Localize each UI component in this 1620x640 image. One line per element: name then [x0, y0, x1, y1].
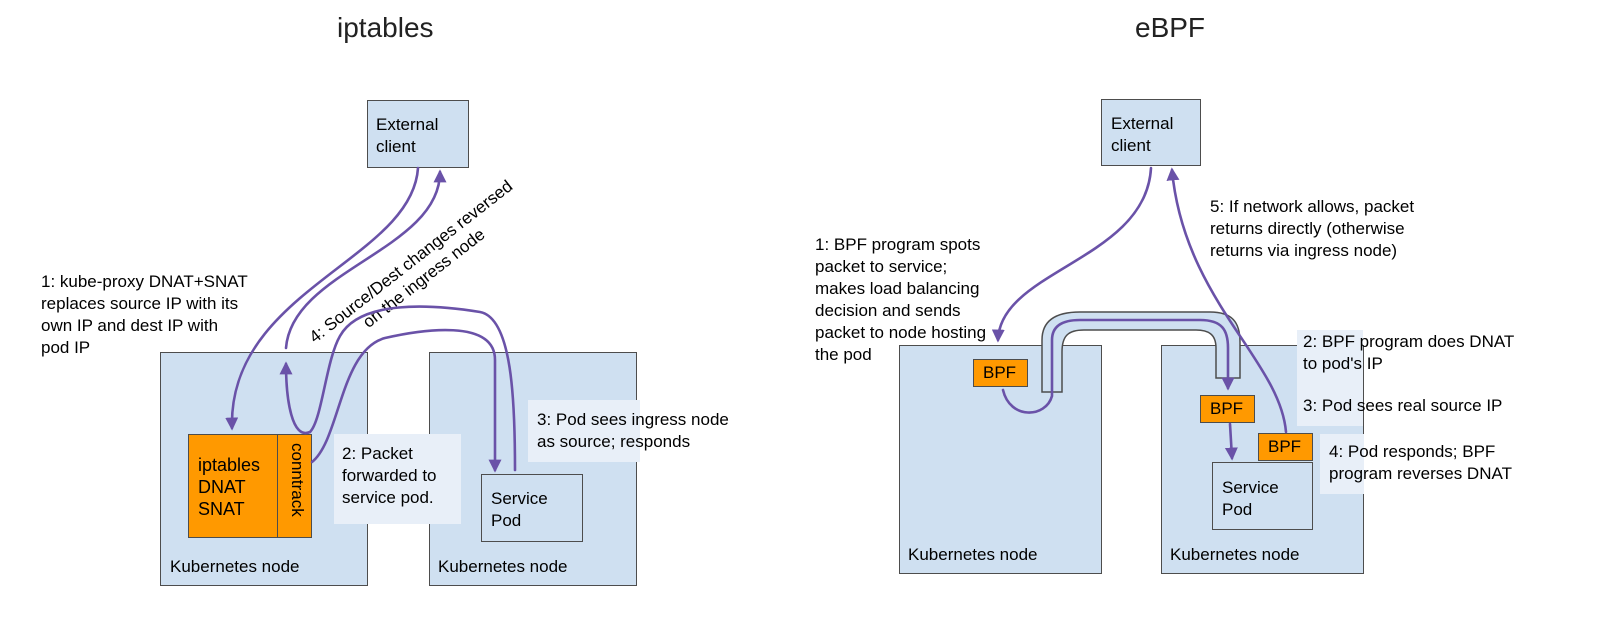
ebpf-step4-panel	[1320, 434, 1364, 494]
iptables-title: iptables	[337, 12, 434, 43]
iptables-step3-note: 3: Pod sees ingress node as source; resp…	[537, 410, 729, 451]
ebpf-arrow-tunnel-path	[1001, 318, 1235, 414]
ebpf-step1-note: 1: BPF program spots packet to service; …	[815, 235, 987, 364]
ebpf-step2-panel	[1297, 330, 1363, 426]
iptables-node-left-label: Kubernetes node	[170, 557, 300, 576]
iptables-step3-panel	[528, 400, 640, 462]
ebpf-external-client-label: External client	[1111, 114, 1174, 155]
ebpf-service-pod-box: Service Pod	[1212, 462, 1313, 530]
ebpf-external-client-box: External client	[1101, 99, 1201, 166]
iptables-service-pod-label: Service Pod	[491, 489, 548, 530]
ebpf-bpf-box-right: BPF	[1258, 433, 1313, 461]
ebpf-step3-note: 3: Pod sees real source IP	[1303, 396, 1503, 415]
ebpf-step4-note: 4: Pod responds; BPF program reverses DN…	[1329, 442, 1512, 483]
iptables-arrow-client-to-node	[225, 166, 420, 431]
iptables-service-pod-box: Service Pod	[481, 474, 583, 542]
iptables-step2-note: 2: Packet forwarded to service pod.	[342, 444, 437, 507]
ebpf-bpf-left-label: BPF	[983, 363, 1017, 382]
ebpf-arrow-bpf-to-pod	[1224, 422, 1238, 461]
ebpf-step5-note: 5: If network allows, packet returns dir…	[1210, 197, 1415, 260]
iptables-arrow-pod-response	[308, 305, 517, 472]
iptables-step2-panel	[334, 434, 461, 524]
ebpf-service-pod-label: Service Pod	[1222, 478, 1279, 519]
ebpf-bpf-box-mid: BPF	[1200, 395, 1255, 423]
ebpf-bpf-mid-label: BPF	[1210, 399, 1244, 418]
iptables-external-client-label: External client	[376, 115, 439, 156]
iptables-node-right-label: Kubernetes node	[438, 557, 568, 576]
iptables-dnat-snat-box: iptables DNAT SNAT	[188, 434, 278, 538]
ebpf-title: eBPF	[1135, 12, 1206, 43]
iptables-external-client-box: External client	[367, 100, 469, 168]
ebpf-arrow-client-to-node	[991, 166, 1153, 343]
iptables-kubernetes-node-right: Kubernetes node	[429, 352, 637, 586]
iptables-arrow-forward-to-pod	[310, 328, 502, 473]
ebpf-node-left-label: Kubernetes node	[908, 545, 1038, 564]
iptables-arrow-return-to-client	[284, 169, 447, 350]
ebpf-step2-note: 2: BPF program does DNAT to pod's IP	[1303, 332, 1515, 373]
ebpf-arrow-direct-return	[1166, 167, 1288, 434]
iptables-dnat-snat-label: iptables DNAT SNAT	[198, 455, 261, 519]
iptables-step1-note: 1: kube-proxy DNAT+SNAT replaces source …	[41, 272, 248, 357]
iptables-arrow-reverse-nat	[279, 361, 312, 435]
ebpf-node-right-label: Kubernetes node	[1170, 545, 1300, 564]
ebpf-tunnel	[1041, 311, 1241, 393]
conntrack-box: conntrack	[277, 434, 312, 538]
ebpf-bpf-box-left: BPF	[973, 359, 1028, 387]
ebpf-bpf-right-label: BPF	[1268, 437, 1302, 456]
